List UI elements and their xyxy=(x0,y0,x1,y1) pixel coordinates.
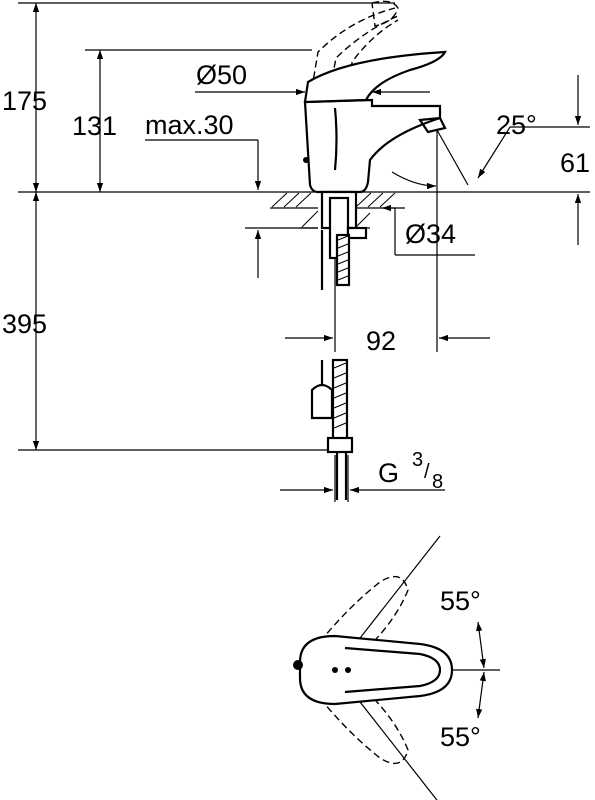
flex-hose-bottom xyxy=(331,358,349,442)
tap-lever xyxy=(303,50,447,104)
dimension-spout-to-deck: 61 xyxy=(560,148,590,178)
tap-body-screw xyxy=(303,157,309,163)
dimension-swing-right: 55° xyxy=(440,722,481,752)
deck-hatch xyxy=(270,192,405,229)
dimension-thread-slash: / xyxy=(424,461,430,483)
swing-arc-arrow-right xyxy=(476,671,486,719)
dimension-thread-prefix: G xyxy=(378,458,399,488)
lever-swing-outline-left xyxy=(299,575,409,669)
dimension-swing-left: 55° xyxy=(440,586,481,616)
dimension-spout-reach: 92 xyxy=(366,326,396,356)
dimension-thread-denominator: 8 xyxy=(432,471,443,493)
waste-rod-handle xyxy=(310,383,334,420)
lever-swing-outline-right xyxy=(299,671,409,765)
tap-top-indicator-mark xyxy=(345,667,351,673)
dimension-arrow-angle-right xyxy=(477,126,511,179)
spout-angle-line xyxy=(436,129,469,186)
flex-hose-top xyxy=(335,233,351,287)
side-view xyxy=(18,0,590,502)
tap-top-screw xyxy=(293,660,303,670)
dimension-hole-diameter: Ø34 xyxy=(405,219,456,249)
tap-top-lever-contour xyxy=(344,646,442,694)
dimension-hose-length: 395 xyxy=(2,309,47,339)
tap-top-outline xyxy=(298,634,454,706)
raised-lever-outline-right xyxy=(349,19,399,103)
dimension-lever-height: 131 xyxy=(72,111,117,141)
spout-aerator xyxy=(418,116,447,134)
dimension-lever-diameter: Ø50 xyxy=(196,60,247,90)
tap-body-contour xyxy=(333,107,338,171)
hose-connector xyxy=(326,436,354,454)
raised-lever-outline-mid xyxy=(327,14,401,101)
dimension-spout-angle: 25° xyxy=(496,110,537,140)
swing-arc-arrow-left xyxy=(476,621,486,669)
tap-body xyxy=(303,98,442,194)
dimension-arrow-angle-left xyxy=(391,171,437,190)
raised-lever-outline-left xyxy=(309,7,396,101)
tap-top-center-mark xyxy=(332,667,338,673)
raised-lever-tip xyxy=(371,0,399,27)
mounting-nut xyxy=(346,226,368,240)
dimension-total-height: 175 xyxy=(2,86,47,116)
top-view xyxy=(293,535,500,800)
dimension-thread-numerator: 3 xyxy=(412,449,423,471)
dimension-max-deck: max.30 xyxy=(145,110,234,140)
